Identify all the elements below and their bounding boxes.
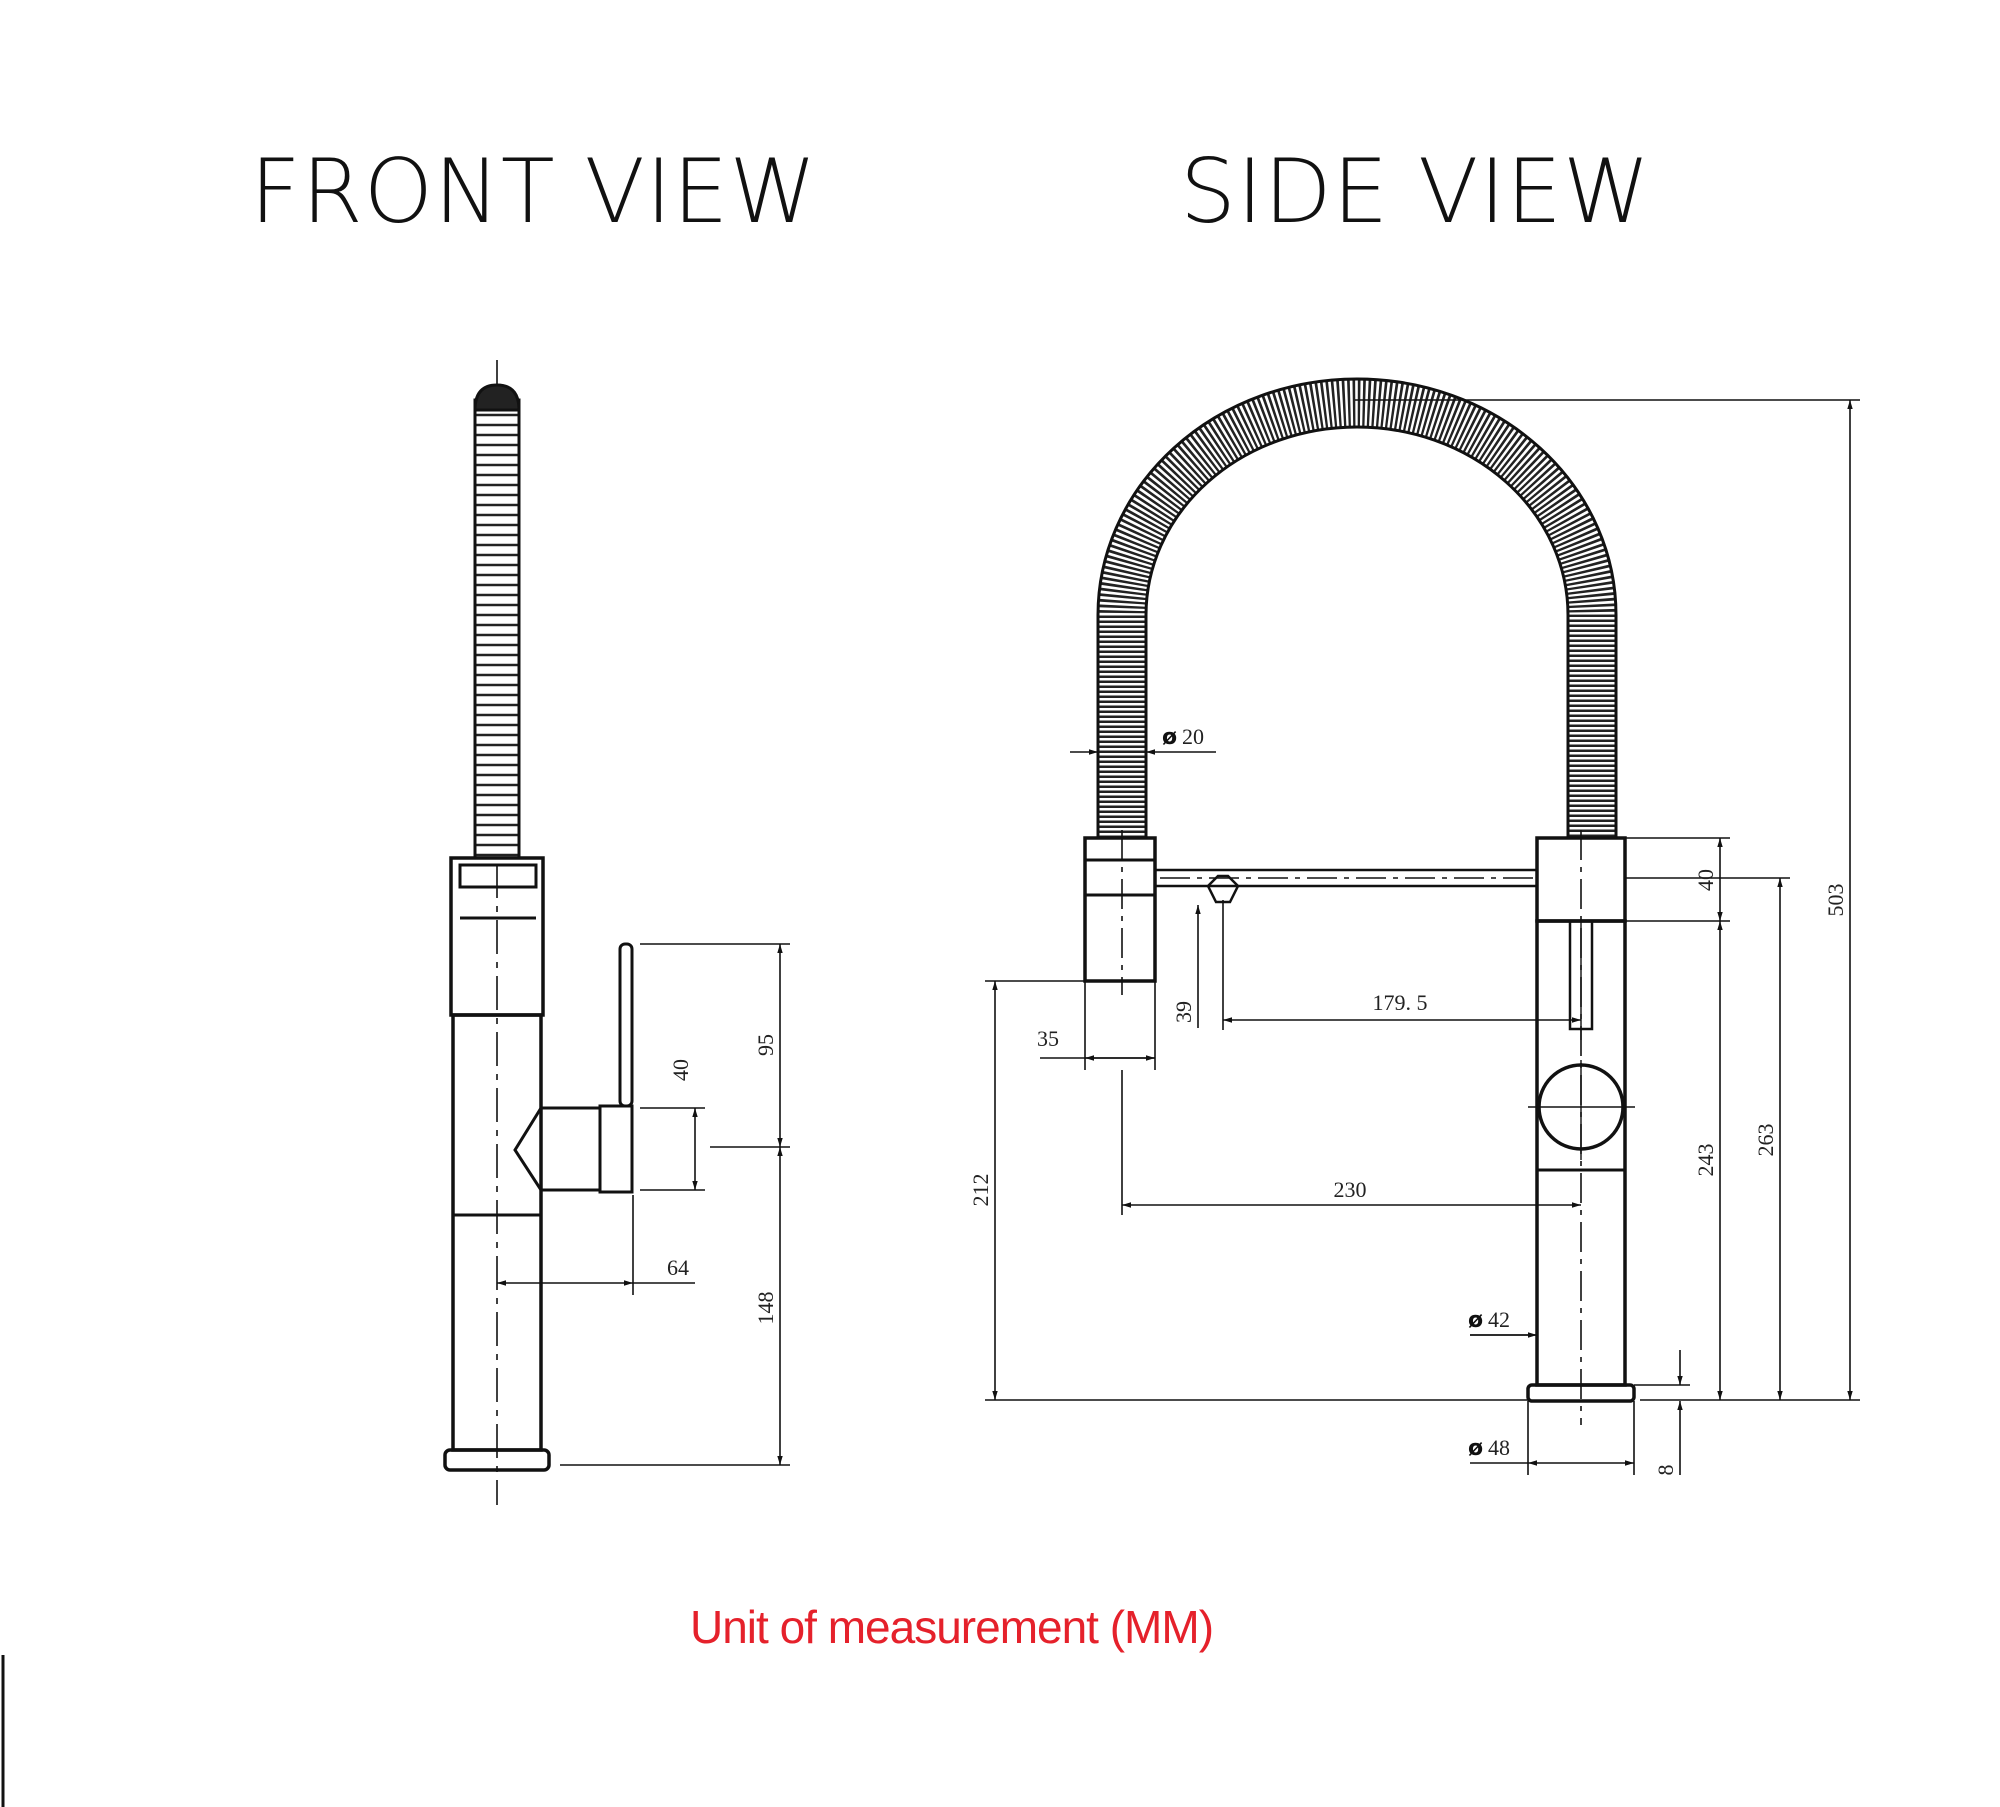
side-view-title: SIDE VIEW bbox=[1180, 140, 1651, 243]
front-view-dimensions bbox=[497, 943, 790, 1466]
unit-of-measurement-note: Unit of measurement (MM) bbox=[690, 1601, 1214, 1653]
front-dim-95: 95 bbox=[753, 1034, 778, 1056]
side-diameter-symbol-48: ø bbox=[1468, 1436, 1483, 1461]
side-diameter-symbol-20: ø bbox=[1162, 725, 1177, 750]
front-hose bbox=[473, 383, 521, 860]
side-diameter-symbol-42: ø bbox=[1468, 1308, 1483, 1333]
side-dim-263: 263 bbox=[1753, 1124, 1778, 1157]
side-spray-head bbox=[1083, 836, 1157, 983]
side-dim-20: 20 bbox=[1182, 724, 1204, 749]
front-lever-hub bbox=[513, 1106, 602, 1192]
front-lever-handle bbox=[618, 942, 634, 1108]
front-view-title: FRONT VIEW bbox=[250, 140, 818, 243]
side-dim-42: 42 bbox=[1488, 1307, 1510, 1332]
side-view-dimensions bbox=[985, 399, 1860, 1475]
front-base bbox=[443, 1448, 551, 1472]
side-dim-503: 503 bbox=[1823, 884, 1848, 917]
side-dim-8: 8 bbox=[1653, 1465, 1678, 1476]
front-lever-cap bbox=[598, 1104, 634, 1194]
front-dim-64: 64 bbox=[667, 1255, 689, 1280]
side-dim-179-5: 179. 5 bbox=[1373, 990, 1428, 1015]
front-dim-40: 40 bbox=[668, 1059, 693, 1081]
side-dim-35: 35 bbox=[1037, 1026, 1059, 1051]
side-dim-40: 40 bbox=[1693, 869, 1718, 891]
side-dim-48: 48 bbox=[1488, 1435, 1510, 1460]
side-dim-212: 212 bbox=[968, 1174, 993, 1207]
side-dim-39: 39 bbox=[1171, 1001, 1196, 1023]
front-dim-148: 148 bbox=[753, 1292, 778, 1325]
side-holder bbox=[1206, 874, 1240, 904]
side-view-drawing bbox=[1083, 377, 1636, 1425]
side-dim-243: 243 bbox=[1693, 1144, 1718, 1177]
side-hose bbox=[1098, 379, 1616, 838]
side-dim-230: 230 bbox=[1334, 1177, 1367, 1202]
front-view-drawing bbox=[443, 360, 634, 1505]
